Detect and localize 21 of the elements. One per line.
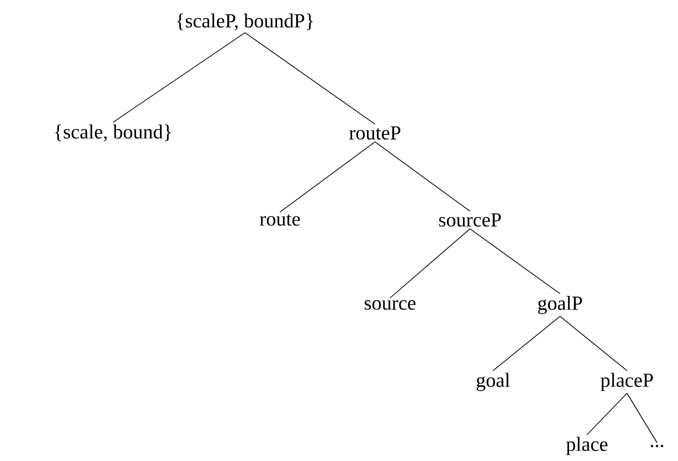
tree-label: ... [650,444,664,448]
tree-label: placeP [600,372,653,392]
branch-line [374,141,470,212]
branch-line [586,392,628,436]
tree-label: {scale, bound} [55,124,171,142]
tree-label: routeP [349,126,400,140]
branch-line [492,316,560,372]
branch-line [470,228,560,294]
tree-label: goalP [538,296,582,314]
tree-label: goal [476,372,510,392]
branch-line [390,228,470,298]
branch-line [560,316,628,372]
tree-label: {scaleP, boundP} [177,14,313,30]
tree-label: sourceP [439,213,501,227]
branch-line [280,141,376,212]
tree-label: route [260,214,300,226]
tree-label: place [566,436,608,456]
tree-label: source [364,300,416,310]
branch-line [626,392,658,444]
branch-line [112,32,246,123]
branch-line [244,32,376,125]
